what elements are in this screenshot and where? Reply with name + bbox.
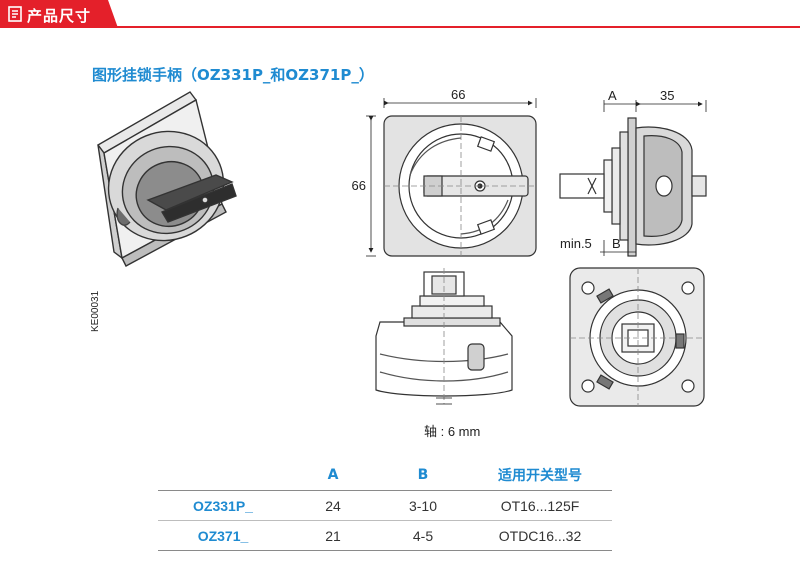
product-perspective-illustration — [96, 91, 237, 267]
document-icon — [8, 6, 22, 22]
header-band: 产品尺寸 — [0, 0, 800, 30]
dim-width-label: 66 — [451, 87, 465, 102]
spec-table: A B 适用开关型号 OZ331P_ 24 3-10 OT16...125F O… — [158, 460, 612, 551]
section-title: 图形挂锁手柄（OZ331P_和OZ371P_） — [92, 66, 374, 84]
row-model: OZ331P_ — [158, 490, 288, 521]
col-header-a: A — [288, 460, 378, 491]
col-header-model — [158, 460, 288, 491]
dim-min5-label: min.5 — [560, 236, 592, 251]
row-a: 24 — [288, 490, 378, 521]
row-b: 3-10 — [378, 490, 468, 521]
row-switch: OTDC16...32 — [468, 520, 612, 551]
rear-view — [569, 267, 705, 407]
row-switch: OT16...125F — [468, 490, 612, 521]
table-row: OZ331P_ 24 3-10 OT16...125F — [158, 490, 612, 521]
bottom-view — [375, 268, 513, 405]
dim-35-label: 35 — [660, 88, 674, 103]
col-header-b: B — [378, 460, 468, 491]
row-model: OZ371_ — [158, 520, 288, 551]
drawing-code: KE00031 — [90, 290, 101, 332]
col-header-switch: 适用开关型号 — [468, 460, 612, 491]
header-tab: 产品尺寸 — [0, 0, 118, 28]
header-title: 产品尺寸 — [27, 7, 92, 25]
row-a: 21 — [288, 520, 378, 551]
front-view — [366, 98, 537, 257]
dim-height-label: 66 — [352, 178, 366, 193]
header-rule — [0, 26, 800, 28]
table-row: OZ371_ 21 4-5 OTDC16...32 — [158, 520, 612, 551]
shaft-note: 轴 : 6 mm — [424, 424, 480, 439]
row-b: 4-5 — [378, 520, 468, 551]
table-header-row: A B 适用开关型号 — [158, 460, 612, 491]
side-view — [559, 100, 707, 257]
dim-b-label: B — [612, 236, 621, 251]
dim-a-label: A — [608, 88, 617, 103]
